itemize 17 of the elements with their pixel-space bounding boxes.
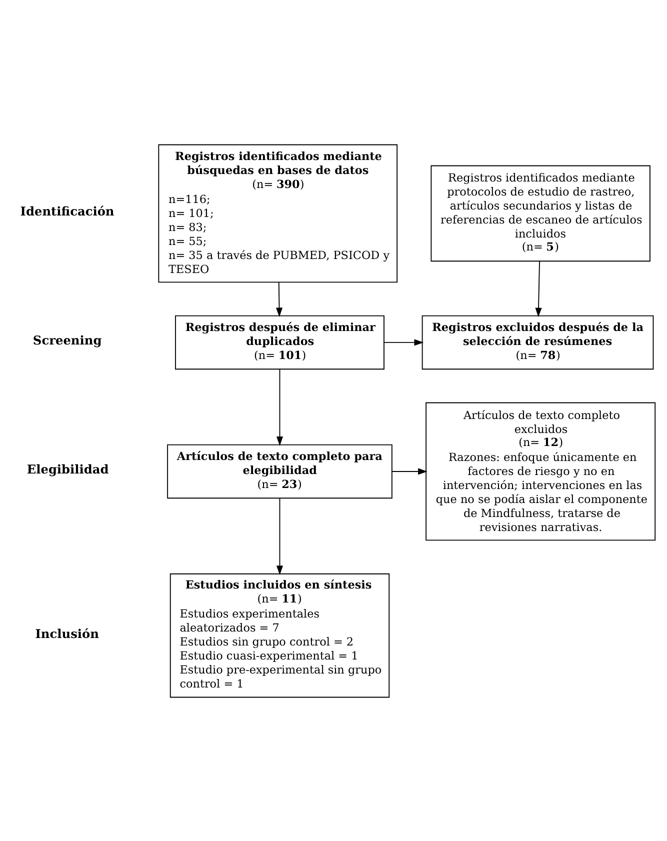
arrow [276, 281, 283, 316]
node-box: Registros después de eliminar duplicados (n= 101) [175, 314, 384, 370]
label: Identificación [20, 204, 114, 218]
arrow [535, 260, 542, 317]
arrow [276, 498, 284, 574]
arrow [392, 468, 428, 474]
node-box: Registros identificados mediante protocolos de estudio de rastreo, artículos secundarios y listas de referencias de escaneo de artículos incluidos (n= 5) [430, 164, 650, 262]
node-box: Registros excluidos después de la selección de resúmenes (n= 78) [422, 314, 654, 370]
label: Elegibilidad [26, 462, 109, 476]
node-box: Artículos de texto completo para elegibilidad (n= 23) [167, 444, 392, 498]
label: Screening [32, 333, 102, 348]
node-box: Estudios incluidos en síntesis (n= 11) Estudios experimentales aleatorizados = 7 Estudios sin grupo control = 2 Estudio cuasi-experimental = 1 Estudio pre-experimental sin grupo control = 1 [170, 572, 390, 698]
arrow [384, 338, 424, 346]
arrow [276, 368, 284, 446]
node-box: Artículos de texto completo excluidos (n= 12) Razones: enfoque únicamente en factores de riesgo y no en intervención; intervenciones en las que no se podía aislar el componente de Mindfulness, tratarse de revisiones narrativas. [426, 402, 656, 540]
label: Inclusión [35, 626, 99, 640]
node-box: Registros identificados mediante búsquedas en bases de datos (n= 390) n=116; n= 101; n= 83; n= 55; n= 35 a través de PUBMED, PSICOD y TESEO [158, 144, 398, 282]
